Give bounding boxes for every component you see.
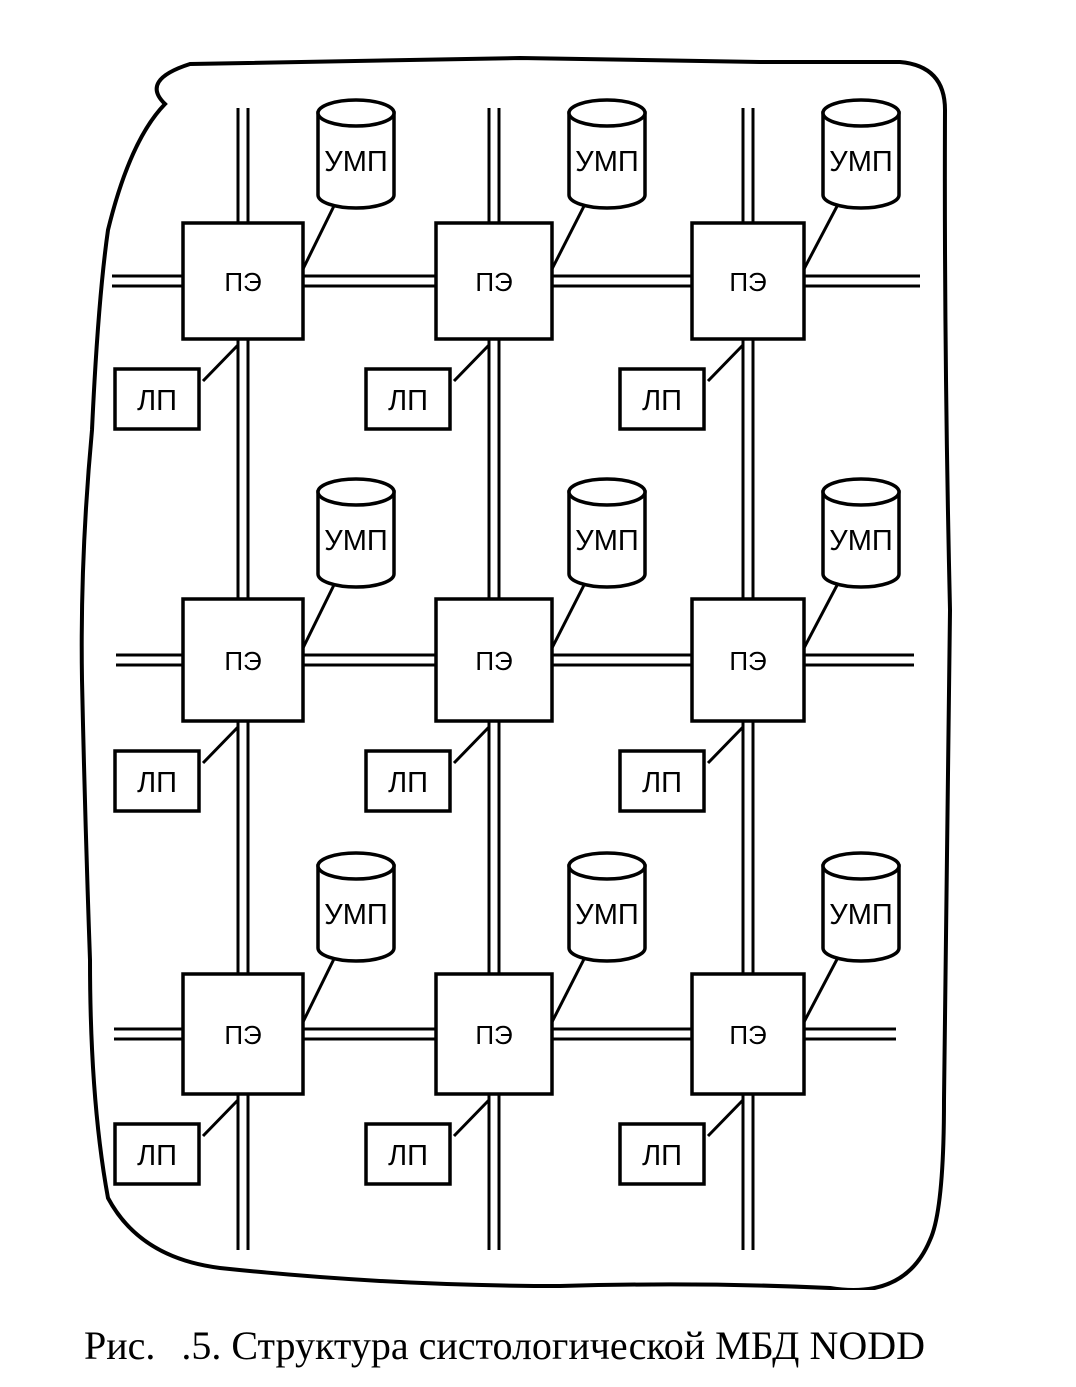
memory-cylinder-top xyxy=(821,851,901,881)
local-memory-connector xyxy=(452,725,491,765)
memory-cylinder-body xyxy=(316,864,396,963)
pe-label: ПЭ xyxy=(475,267,512,297)
pe-label: ПЭ xyxy=(224,646,261,676)
local-memory-box xyxy=(113,749,201,813)
local-memory-connector xyxy=(201,1098,240,1138)
memory-cylinder-top xyxy=(567,851,647,881)
processing-element-box xyxy=(690,972,806,1096)
pe-label: ПЭ xyxy=(475,646,512,676)
memory-label: УМП xyxy=(324,146,387,178)
local-memory-label: ЛП xyxy=(137,385,177,417)
caption-number: .5. xyxy=(181,1323,222,1368)
local-memory-box xyxy=(618,367,706,431)
memory-cylinder-top xyxy=(567,477,647,507)
local-memory-label: ЛП xyxy=(137,767,177,799)
pe-label: ПЭ xyxy=(224,267,261,297)
processing-element-node: УМП ПЭ ЛП xyxy=(113,98,396,431)
pe-label: ПЭ xyxy=(729,1020,766,1050)
local-memory-label: ЛП xyxy=(388,1140,428,1172)
processing-element-box xyxy=(434,597,554,723)
local-memory-label: ЛП xyxy=(642,385,682,417)
processing-element-box xyxy=(690,221,806,341)
memory-label: УМП xyxy=(829,525,892,557)
processing-nodes: УМП ПЭ ЛП УМП ПЭ ЛП УМП ПЭ ЛП УМП ПЭ ЛП УМП ПЭ ЛП УМП ПЭ… xyxy=(113,98,901,1186)
memory-cylinder-top xyxy=(316,98,396,128)
processing-element-box xyxy=(181,597,305,723)
local-memory-connector xyxy=(201,343,240,383)
memory-cylinder-top xyxy=(821,477,901,507)
processing-element-node: УМП ПЭ ЛП xyxy=(618,477,901,813)
memory-cylinder-body xyxy=(567,490,647,589)
local-memory-connector xyxy=(452,1098,491,1138)
local-memory-box xyxy=(113,1122,201,1186)
memory-cylinder-body xyxy=(567,111,647,210)
local-memory-connector xyxy=(201,725,240,765)
processing-element-node: УМП ПЭ ЛП xyxy=(364,98,647,431)
pe-label: ПЭ xyxy=(729,646,766,676)
pe-label: ПЭ xyxy=(224,1020,261,1050)
processing-element-node: УМП ПЭ ЛП xyxy=(113,477,396,813)
processing-element-node: УМП ПЭ ЛП xyxy=(113,851,396,1186)
processing-element-box xyxy=(181,972,305,1096)
figure-caption: Рис. .5. Структура систологической МБД NO… xyxy=(84,1316,1044,1376)
caption-text: Структура систологической МБД NODD xyxy=(231,1323,925,1368)
local-memory-box xyxy=(364,1122,452,1186)
memory-label: УМП xyxy=(829,899,892,931)
memory-cylinder-body xyxy=(821,490,901,589)
local-memory-label: ЛП xyxy=(137,1140,177,1172)
memory-label: УМП xyxy=(829,146,892,178)
memory-label: УМП xyxy=(575,525,638,557)
local-memory-connector xyxy=(452,343,491,383)
memory-cylinder-top xyxy=(567,98,647,128)
processing-element-box xyxy=(690,597,806,723)
systolic-database-diagram: УМП ПЭ ЛП УМП ПЭ ЛП УМП ПЭ ЛП УМП ПЭ ЛП УМП ПЭ ЛП УМП ПЭ… xyxy=(79,55,953,1290)
memory-cylinder-top xyxy=(316,477,396,507)
processing-element-node: УМП ПЭ ЛП xyxy=(364,477,647,813)
memory-label: УМП xyxy=(575,146,638,178)
local-memory-connector xyxy=(706,343,745,383)
memory-label: УМП xyxy=(324,525,387,557)
local-memory-box xyxy=(364,749,452,813)
processing-element-box xyxy=(181,221,305,341)
local-memory-box xyxy=(113,367,201,431)
processing-element-box xyxy=(434,221,554,341)
local-memory-label: ЛП xyxy=(642,767,682,799)
local-memory-box xyxy=(364,367,452,431)
processing-element-node: УМП ПЭ ЛП xyxy=(618,851,901,1186)
machine-boundary xyxy=(79,55,953,1290)
pe-label: ПЭ xyxy=(475,1020,512,1050)
caption-prefix: Рис. xyxy=(84,1323,156,1368)
memory-cylinder-body xyxy=(821,864,901,963)
local-memory-box xyxy=(618,1122,706,1186)
memory-cylinder-top xyxy=(821,98,901,128)
pe-label: ПЭ xyxy=(729,267,766,297)
local-memory-label: ЛП xyxy=(388,385,428,417)
processing-element-node: УМП ПЭ ЛП xyxy=(364,851,647,1186)
memory-label: УМП xyxy=(575,899,638,931)
local-memory-label: ЛП xyxy=(388,767,428,799)
local-memory-connector xyxy=(706,725,745,765)
processing-element-box xyxy=(434,972,554,1096)
memory-cylinder-body xyxy=(567,864,647,963)
memory-label: УМП xyxy=(324,899,387,931)
local-memory-box xyxy=(618,749,706,813)
memory-cylinder-body xyxy=(821,111,901,210)
memory-cylinder-body xyxy=(316,111,396,210)
memory-cylinder-top xyxy=(316,851,396,881)
memory-cylinder-body xyxy=(316,490,396,589)
local-memory-label: ЛП xyxy=(642,1140,682,1172)
local-memory-connector xyxy=(706,1098,745,1138)
processing-element-node: УМП ПЭ ЛП xyxy=(618,98,901,431)
